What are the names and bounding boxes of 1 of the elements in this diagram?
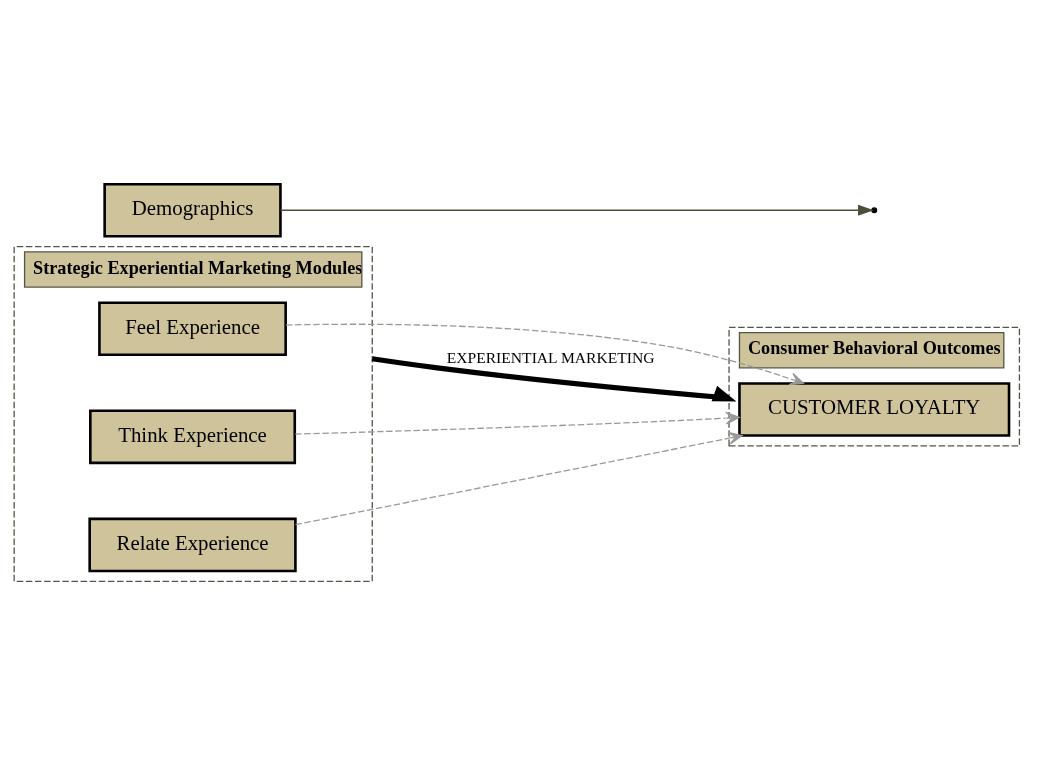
edge-label: EXPERIENTIAL MARKETING (446, 349, 655, 367)
